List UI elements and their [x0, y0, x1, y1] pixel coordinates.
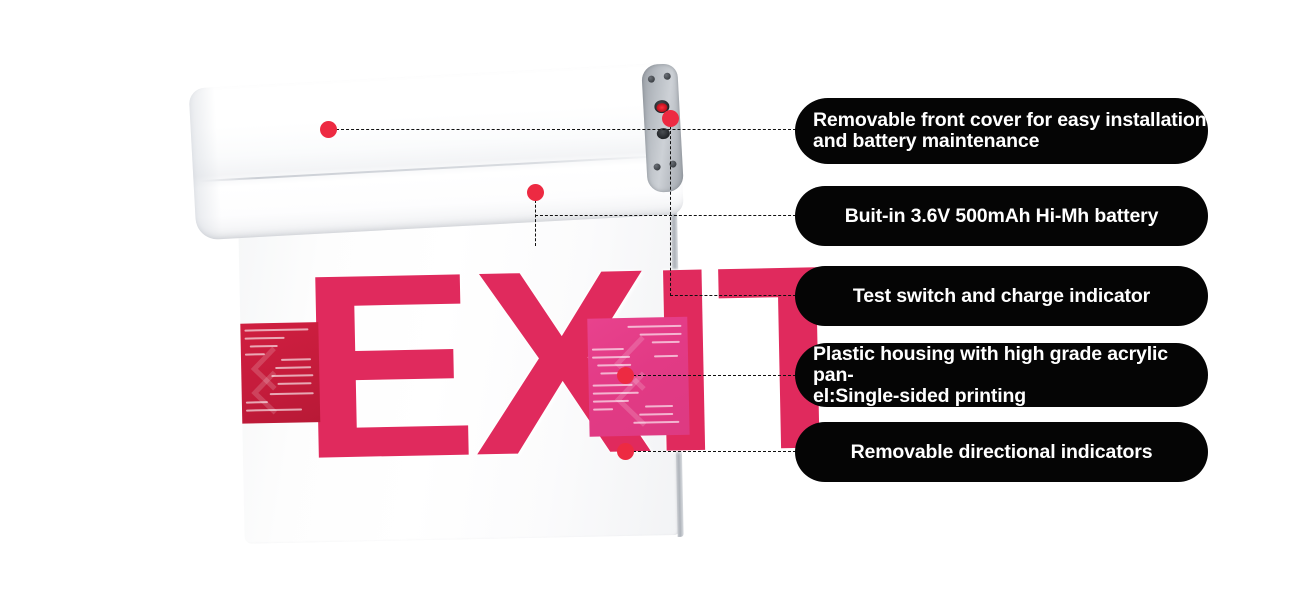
callout-pill-test-switch[interactable]: Test switch and charge indicator [795, 266, 1208, 326]
leader-line-test-switch-horizontal [670, 295, 796, 296]
callout-label-battery: Buit-in 3.6V 500mAh Hi-Mh battery [844, 205, 1159, 227]
left-instruction-label [240, 322, 321, 424]
callout-dot-plastic-housing[interactable] [617, 367, 634, 384]
callout-pill-battery[interactable]: Buit-in 3.6V 500mAh Hi-Mh battery [795, 186, 1208, 246]
callout-dot-test-switch[interactable] [662, 110, 679, 127]
callout-dot-directional-indicators[interactable] [617, 443, 634, 460]
callout-label-plastic-housing: Plastic housing with high grade acrylic … [813, 342, 1168, 407]
callout-label-front-cover: Removable front cover for easy installat… [813, 109, 1207, 152]
callout-label-test-switch: Test switch and charge indicator [852, 285, 1151, 307]
leader-line-plastic-housing [633, 375, 796, 376]
leader-line-battery-horizontal [535, 215, 796, 216]
callout-pill-plastic-housing[interactable]: Plastic housing with high grade acrylic … [795, 343, 1208, 407]
leader-line-directional-indicators [633, 451, 796, 452]
callout-label-directional-indicators: Removable directional indicators [850, 441, 1153, 463]
leader-line-test-switch-vertical [670, 126, 671, 296]
callout-pill-front-cover[interactable]: Removable front cover for easy installat… [795, 98, 1208, 164]
acrylic-exit-panel: EXIT [238, 202, 879, 544]
callout-dot-front-cover[interactable] [320, 121, 337, 138]
exit-sign-product-photo: EXIT [188, 62, 879, 544]
callout-pill-directional-indicators[interactable]: Removable directional indicators [795, 422, 1208, 482]
right-instruction-label [587, 316, 690, 437]
callout-dot-battery[interactable] [527, 184, 544, 201]
leader-line-battery-vertical [535, 200, 536, 246]
leader-line-front-cover [336, 129, 796, 130]
white-housing-bar [188, 62, 684, 241]
